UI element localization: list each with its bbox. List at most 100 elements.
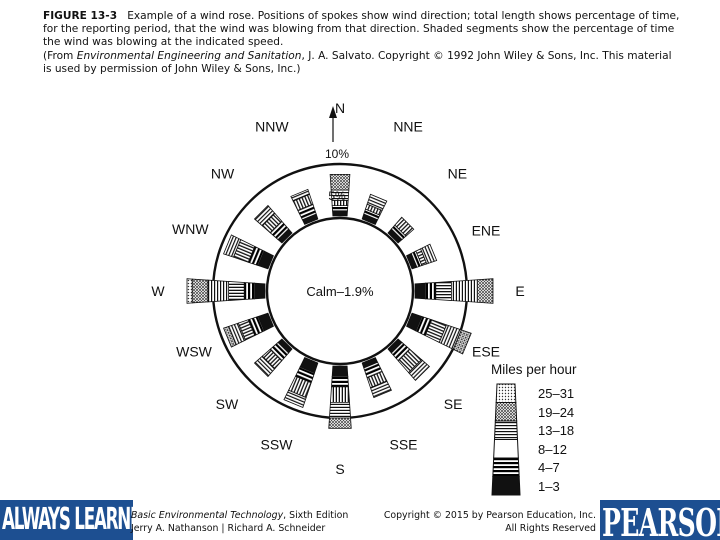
spoke-segment — [243, 282, 255, 300]
legend-swatch — [493, 439, 519, 459]
speed-legend — [491, 383, 521, 496]
spoke-w — [186, 278, 266, 304]
legend-label: 13–18 — [538, 423, 575, 438]
spoke-segment — [253, 204, 276, 227]
spoke-segment — [366, 193, 388, 211]
caption-text: Example of a wind rose. Positions of spo… — [43, 10, 680, 49]
legend-label: 8–12 — [538, 441, 567, 457]
spoke-segment — [328, 417, 352, 429]
direction-label-e: E — [515, 283, 524, 299]
spoke-segment — [332, 210, 348, 217]
legend-label: 25–31 — [538, 386, 575, 401]
spoke-n — [329, 174, 351, 217]
direction-label-nw: NW — [211, 166, 235, 182]
legend-title: Miles per hour — [491, 362, 577, 377]
legend-label: 19–24 — [538, 404, 575, 420]
caption-source-prefix: (From — [43, 49, 77, 62]
direction-label-sse: SSE — [389, 436, 417, 452]
ring-label-10: 10% — [325, 147, 349, 161]
direction-label-ene: ENE — [472, 223, 501, 239]
copyright-notice: Copyright © 2015 by Pearson Education, I… — [384, 510, 596, 535]
spoke-segment — [394, 216, 415, 237]
legend-swatch — [492, 457, 520, 477]
direction-label-w: W — [151, 283, 165, 299]
legend-label: 1–3 — [538, 478, 560, 494]
north-arrow-head — [329, 106, 337, 118]
direction-label-ssw: SSW — [261, 436, 294, 452]
direction-label-wnw: WNW — [172, 221, 209, 237]
spoke-segment — [331, 376, 349, 388]
book-edition: , Sixth Edition — [283, 510, 349, 521]
copyright-line-2: All Rights Reserved — [505, 522, 596, 534]
pearson-logo: PEARSON — [600, 500, 720, 540]
spoke-wsw — [223, 312, 274, 348]
legend-swatch — [491, 476, 521, 496]
caption-source-title: Environmental Engineering and Sanitation — [76, 49, 302, 62]
spoke-segment — [290, 188, 311, 202]
wind-rose-diagram: NNNENEENEEESESESSESSSWSWWSWWWNWNWNNW10%5… — [151, 100, 524, 477]
legend-swatch — [493, 420, 519, 440]
caption-source-suffix: , J. A. Salvato. Copyright © 1992 John W… — [43, 49, 672, 75]
direction-label-n: N — [335, 100, 345, 116]
spoke-e — [414, 278, 494, 304]
calm-label: Calm–1.9% — [306, 284, 374, 299]
spoke-segment — [420, 243, 438, 265]
spoke-wnw — [223, 234, 274, 270]
spoke-segment — [228, 281, 245, 301]
rose-labels: NNNENEENEEESESESSESSSWSWWSWWWNWNWNNW10%5… — [151, 100, 524, 477]
spoke-segment — [223, 325, 237, 348]
spoke-nw — [253, 204, 293, 244]
direction-label-wsw: WSW — [176, 344, 213, 360]
direction-label-nne: NNE — [393, 119, 423, 135]
direction-label-se: SE — [444, 396, 463, 412]
spoke-segment — [452, 329, 472, 355]
spoke-se — [387, 338, 431, 382]
spoke-segment — [331, 205, 349, 212]
copyright-line-1: Copyright © 2015 by Pearson Education, I… — [383, 510, 596, 521]
spoke-ese — [406, 312, 472, 355]
spoke-segment — [425, 282, 437, 300]
direction-label-ese: ESE — [472, 344, 500, 360]
direction-label-s: S — [335, 461, 344, 477]
spoke-ene — [406, 243, 438, 270]
figure-caption: FIGURE 13-3 Example of a wind rose. Posi… — [43, 10, 683, 76]
spoke-segment — [451, 279, 478, 303]
always-learning-text: ALWAYS LEARNING — [2, 502, 133, 537]
spoke-segment — [329, 174, 351, 191]
pearson-text: PEARSON — [602, 500, 720, 540]
inner-ring — [265, 216, 415, 366]
direction-label-sw: SW — [216, 396, 239, 412]
spoke-sse — [361, 357, 392, 399]
spoke-s — [328, 365, 352, 429]
spoke-segment — [408, 359, 431, 382]
ring-label-5: 5% — [328, 189, 346, 203]
spoke-segment — [435, 281, 452, 301]
spoke-sw — [253, 338, 293, 378]
spoke-nnw — [290, 188, 319, 225]
spoke-segment — [331, 365, 349, 377]
spoke-segment — [414, 282, 426, 300]
direction-label-nnw: NNW — [255, 119, 289, 135]
legend-swatch — [494, 402, 518, 422]
legend-swatch — [495, 383, 517, 403]
book-info: Basic Environmental Technology, Sixth Ed… — [131, 510, 348, 535]
spoke-segment — [476, 278, 494, 304]
rose-spokes — [186, 174, 494, 429]
spoke-segment — [223, 234, 242, 258]
spoke-segment — [369, 380, 392, 399]
spoke-segment — [330, 386, 350, 403]
spoke-segment — [186, 278, 193, 304]
book-authors: Jerry A. Nathanson | Richard A. Schneide… — [131, 522, 326, 534]
spoke-segment — [191, 278, 209, 304]
spoke-segment — [329, 402, 351, 419]
spoke-segment — [254, 282, 266, 300]
always-learning-logo: ALWAYS LEARNING — [0, 500, 133, 540]
legend-label: 4–7 — [538, 460, 560, 475]
spoke-ne — [387, 216, 415, 244]
book-title: Basic Environmental Technology — [131, 510, 284, 521]
spoke-segment — [283, 389, 307, 408]
spoke-segment — [207, 279, 229, 303]
spoke-segment — [253, 355, 276, 378]
figure-label: FIGURE 13-3 — [43, 10, 118, 22]
spoke-nne — [361, 193, 388, 225]
